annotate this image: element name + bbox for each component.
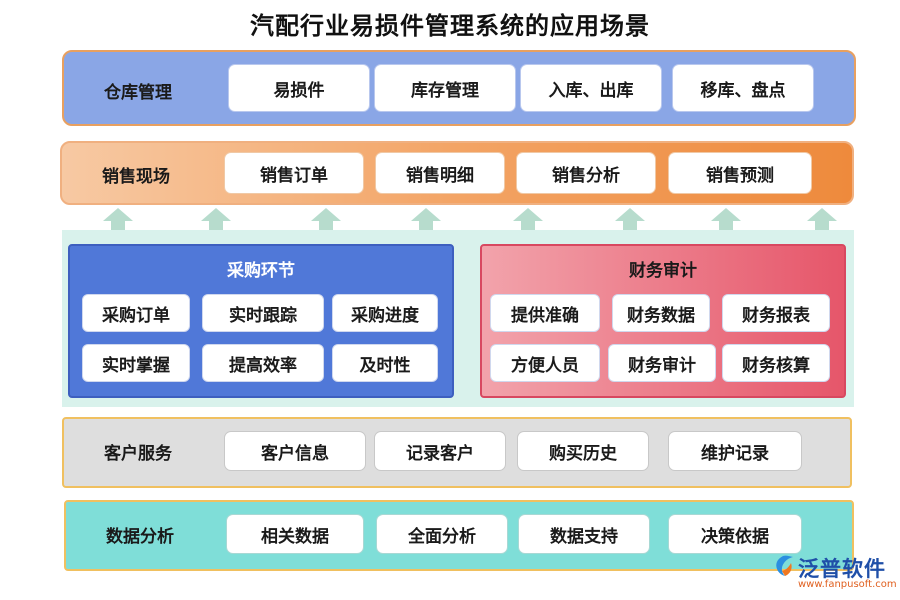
data-analysis-item: 相关数据 [226,514,364,554]
up-arrow-stem [319,220,333,230]
data-analysis-band: 数据分析 相关数据 全面分析 数据支持 决策依据 [64,500,854,571]
up-arrow-stem [719,220,733,230]
up-arrow-icon [201,208,231,221]
sales-item-forecast: 销售预测 [668,152,812,194]
up-arrow-stem [419,220,433,230]
warehouse-band: 仓库管理 易损件 库存管理 入库、出库 移库、盘点 [62,50,856,126]
data-analysis-item: 数据支持 [518,514,650,554]
sales-item-orders: 销售订单 [224,152,364,194]
customer-service-label: 客户服务 [104,444,172,464]
up-arrow-icon [103,208,133,221]
purchase-item: 实时跟踪 [202,294,324,332]
page-title: 汽配行业易损件管理系统的应用场景 [250,12,650,40]
up-arrow-icon [711,208,741,221]
up-arrow-stem [209,220,223,230]
sales-label: 销售现场 [102,167,170,187]
up-arrow-icon [311,208,341,221]
warehouse-label: 仓库管理 [104,83,172,103]
fanpu-logo-icon [776,555,793,576]
purchase-item: 采购进度 [332,294,438,332]
finance-item: 方便人员 [490,344,600,382]
sales-item-details: 销售明细 [375,152,505,194]
purchase-item: 采购订单 [82,294,190,332]
finance-item: 财务数据 [612,294,710,332]
fanpu-logo: 泛普软件 www.fanpusoft.com [772,553,897,597]
purchase-item: 提高效率 [202,344,324,382]
finance-item: 财务审计 [608,344,716,382]
up-arrow-icon [615,208,645,221]
purchase-title: 采购环节 [227,261,295,281]
finance-item: 财务核算 [722,344,830,382]
data-analysis-item: 决策依据 [668,514,802,554]
finance-title: 财务审计 [629,261,697,281]
service-item: 维护记录 [668,431,802,471]
warehouse-item-in-out: 入库、出库 [520,64,662,112]
customer-service-band: 客户服务 客户信息 记录客户 购买历史 维护记录 [62,417,852,488]
data-analysis-label: 数据分析 [106,527,174,547]
sales-item-analysis: 销售分析 [516,152,656,194]
up-arrow-stem [623,220,637,230]
up-arrow-icon [411,208,441,221]
logo-url: www.fanpusoft.com [798,579,897,590]
purchase-item: 实时掌握 [82,344,190,382]
logo-name: 泛普软件 [798,557,886,581]
purchase-box: 采购环节 采购订单 实时跟踪 采购进度 实时掌握 提高效率 及时性 [68,244,454,398]
up-arrow-icon [513,208,543,221]
warehouse-item-vulnerable-parts: 易损件 [228,64,370,112]
up-arrow-stem [815,220,829,230]
purchase-item: 及时性 [332,344,438,382]
service-item: 购买历史 [517,431,649,471]
finance-box: 财务审计 提供准确 财务数据 财务报表 方便人员 财务审计 财务核算 [480,244,846,398]
up-arrow-icon [807,208,837,221]
up-arrow-stem [521,220,535,230]
finance-item: 财务报表 [722,294,830,332]
data-analysis-item: 全面分析 [376,514,508,554]
up-arrow-stem [111,220,125,230]
service-item: 记录客户 [374,431,506,471]
service-item: 客户信息 [224,431,366,471]
finance-item: 提供准确 [490,294,600,332]
warehouse-item-inventory: 库存管理 [374,64,516,112]
warehouse-item-transfer-count: 移库、盘点 [672,64,814,112]
sales-band: 销售现场 销售订单 销售明细 销售分析 销售预测 [60,141,854,205]
